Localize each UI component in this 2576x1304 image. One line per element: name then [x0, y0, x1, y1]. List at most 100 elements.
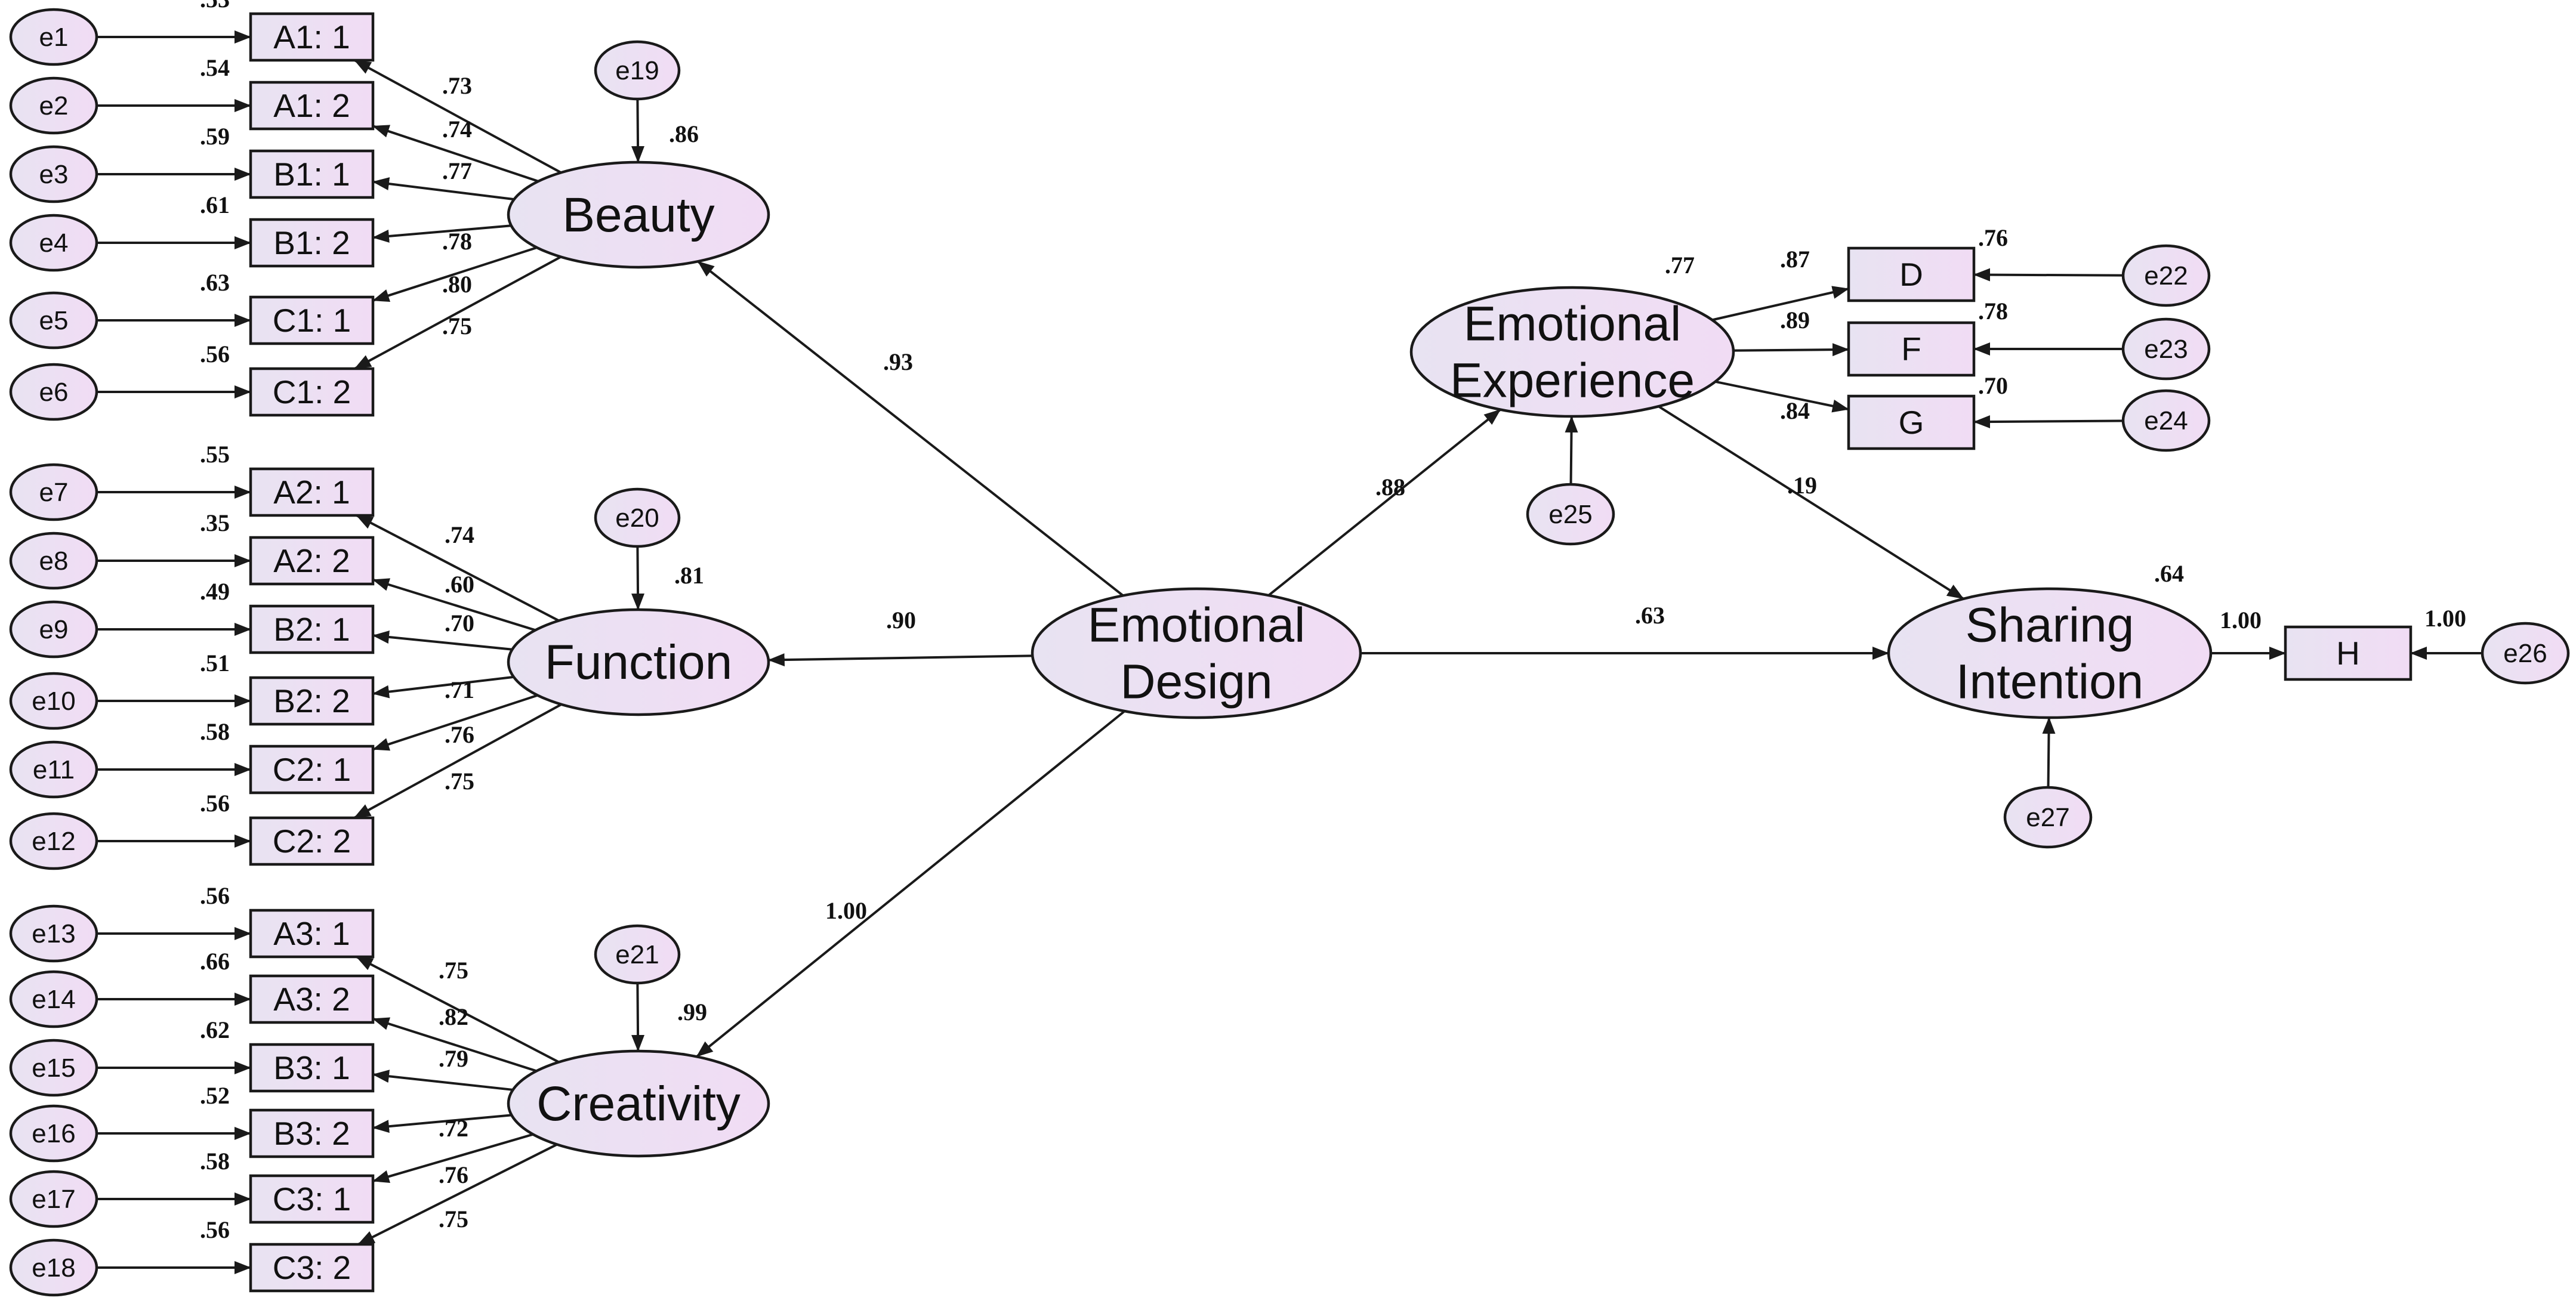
error-arrow-e20 [631, 546, 645, 611]
latent-node-function [507, 608, 770, 716]
path-arrow-emo_exp-to-sharing [1658, 405, 1964, 600]
latent-node-emo-design [1031, 587, 1362, 719]
loading-arrow-c2-1 [372, 694, 538, 751]
r-squared-emo-exp: .77 [1665, 252, 1695, 279]
path-coef-emo_design-to-creativity: 1.00 [825, 897, 867, 924]
observed-label-b3-2: B3: 2 [273, 1115, 350, 1152]
error-label-e16: e16 [32, 1119, 75, 1148]
observed-box-a1-2 [249, 81, 375, 131]
r-squared-a1-2: .54 [200, 54, 230, 81]
loading-arrow-a3-1 [356, 956, 560, 1064]
observed-box-g [1847, 394, 1976, 450]
error-node-e2 [9, 76, 98, 135]
path-coef-emo_exp-to-sharing: .19 [1787, 472, 1817, 499]
latent-node-beauty [507, 160, 770, 269]
loading-arrow-b1-1 [372, 177, 514, 201]
error-label-e22: e22 [2144, 261, 2188, 291]
observed-box-d [1847, 246, 1976, 302]
loading-value-c3-1: .76 [439, 1161, 468, 1188]
loading-arrow-a2-2 [372, 578, 536, 632]
r-squared-b1-1: .59 [200, 123, 230, 150]
loading-arrow-a1-2 [372, 125, 539, 183]
latent-node-sharing [1887, 587, 2213, 719]
error-label-e7: e7 [39, 478, 69, 507]
r-squared-beauty: .86 [669, 120, 699, 147]
loading-value-a3-2: .82 [439, 1003, 468, 1030]
error-node-e1 [9, 8, 98, 66]
observed-box-b3-1 [249, 1043, 375, 1093]
error-node-e17 [9, 1170, 98, 1228]
error-label-e25: e25 [1548, 500, 1592, 529]
error-label-e12: e12 [32, 827, 75, 856]
observed-box-c2-2 [249, 816, 375, 866]
observed-box-a1-1 [249, 12, 375, 62]
error-label-e4: e4 [39, 228, 69, 258]
observed-label-g: G [1899, 404, 1924, 441]
latent-node-emo-exp [1409, 286, 1735, 418]
r-squared-b2-2: .51 [200, 650, 230, 676]
error-label-e3: e3 [39, 160, 69, 189]
loading-arrow-g [1715, 380, 1849, 413]
r-squared-c2-1: .58 [200, 718, 230, 745]
loading-value-b1-2: .78 [442, 228, 472, 255]
error-node-e3 [9, 145, 98, 203]
error-node-e24 [2121, 389, 2211, 452]
latent-label-emo-design: Emotional [1088, 598, 1306, 653]
error-label-e26: e26 [2503, 639, 2547, 668]
loading-arrow-b3-2 [372, 1114, 512, 1133]
error-node-e19 [594, 40, 681, 101]
r-squared-f: .78 [1978, 298, 2008, 325]
loading-arrow-c3-2 [357, 1143, 558, 1246]
error-label-e23: e23 [2144, 335, 2188, 364]
error-node-e9 [9, 600, 98, 659]
error-label-e24: e24 [2144, 406, 2188, 435]
loading-value-a2-1: .74 [445, 521, 474, 548]
error-node-e10 [9, 672, 98, 730]
observed-box-c3-2 [249, 1243, 375, 1293]
observed-label-a3-2: A3: 2 [273, 981, 350, 1018]
loading-value-b2-1: .70 [445, 610, 474, 636]
r-squared-g: .70 [1978, 372, 2008, 399]
observed-label-a3-1: A3: 1 [273, 915, 350, 952]
error-label-e19: e19 [615, 56, 659, 85]
observed-label-c3-2: C3: 2 [273, 1249, 351, 1286]
error-node-e11 [9, 740, 98, 799]
observed-label-c3-1: C3: 1 [273, 1181, 351, 1218]
observed-box-a3-1 [249, 909, 375, 959]
error-label-e5: e5 [39, 306, 69, 335]
observed-box-c3-1 [249, 1174, 375, 1224]
r-squared-c1-1: .63 [200, 269, 230, 296]
loading-arrow-c2-2 [353, 703, 562, 819]
path-arrow-emo_design-to-beauty [697, 260, 1124, 597]
latent-node-creativity [507, 1049, 770, 1158]
observed-box-b1-2 [249, 218, 375, 268]
error-node-e23 [2121, 317, 2211, 381]
observed-box-c1-2 [249, 367, 375, 417]
observed-label-h: H [2336, 635, 2360, 672]
loading-value-c1-1: .80 [442, 271, 472, 298]
loading-value-c3-2: .75 [439, 1206, 468, 1232]
r-squared-c3-1: .58 [200, 1148, 230, 1175]
error-node-e15 [9, 1039, 98, 1097]
loading-value-a1-1: .73 [442, 72, 472, 99]
r-squared-sharing: .64 [2154, 560, 2184, 587]
path-arrow-emo_design-to-creativity [696, 710, 1125, 1058]
loading-arrow-a2-1 [356, 514, 560, 622]
loading-arrow-c1-2 [354, 255, 562, 370]
r-squared-a3-1: .56 [200, 882, 230, 909]
loading-value-h: 1.00 [2220, 607, 2262, 634]
observed-box-a2-2 [249, 536, 375, 586]
loading-arrow-c1-1 [372, 246, 538, 302]
observed-label-a2-2: A2: 2 [273, 542, 350, 579]
error-label-e6: e6 [39, 378, 69, 407]
observed-label-a1-2: A1: 2 [273, 87, 350, 124]
path-arrow-emo_design-to-emo_exp [1267, 409, 1501, 597]
observed-box-b2-1 [249, 604, 375, 654]
loading-arrow-b1-2 [372, 224, 511, 243]
loading-arrow-d [1711, 286, 1849, 322]
observed-label-c1-1: C1: 1 [273, 302, 351, 339]
loading-value-b3-2: .72 [439, 1115, 468, 1142]
observed-box-a3-2 [249, 974, 375, 1024]
error-arrow-e25 [1565, 415, 1578, 485]
